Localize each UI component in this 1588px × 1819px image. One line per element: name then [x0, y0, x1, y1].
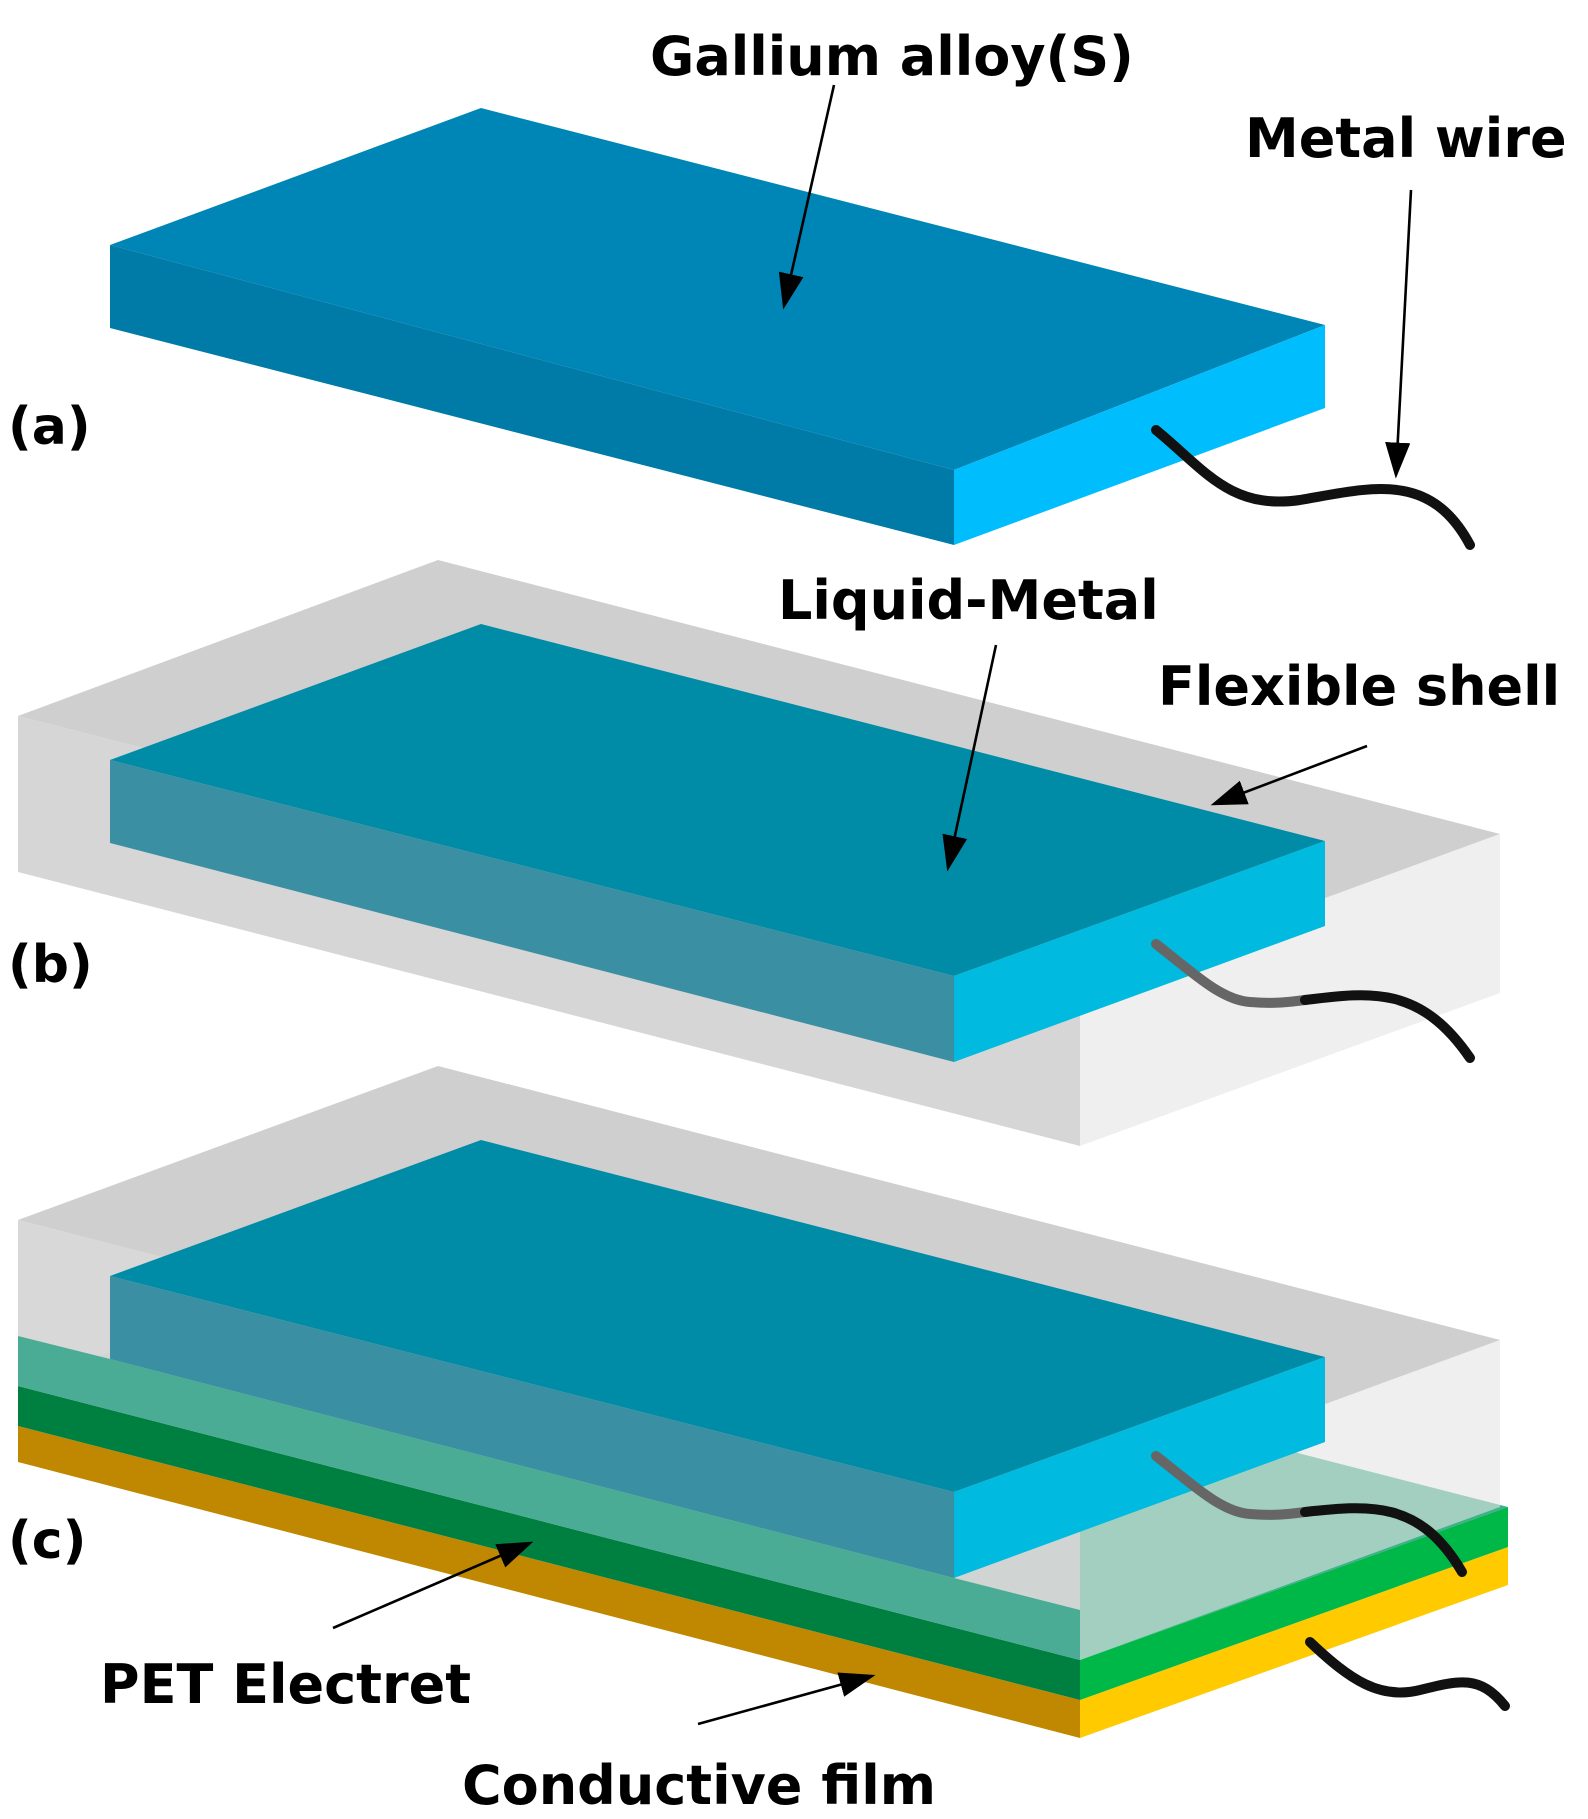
- flexible-shell-label: Flexible shell: [1158, 655, 1560, 718]
- metal-wire-c-outer: [1300, 1503, 1467, 1577]
- pet-electret-arrow: [332, 1541, 534, 1630]
- metal-wire-b-outer: [1300, 990, 1475, 1063]
- liquid-metal-top-face-c: [110, 1140, 1325, 1492]
- liquid-metal-right-face-c: [954, 1357, 1325, 1578]
- gallium-alloy-label: Gallium alloy(S): [650, 25, 1134, 88]
- gallium-alloy-arrow: [778, 84, 836, 310]
- flexible-shell-arrow: [1210, 744, 1368, 806]
- liquid-metal-front-face-c: [110, 1276, 954, 1578]
- conductive-film-label: Conductive film: [462, 1754, 936, 1817]
- pet-electret-label: PET Electret: [100, 1653, 471, 1716]
- panel-b: [18, 560, 1500, 1146]
- metal-wire-conductive: [1305, 1637, 1510, 1711]
- pet-electret-visible-band: [18, 1336, 1080, 1660]
- panel-label-a: (a): [8, 397, 91, 457]
- panel-a: [110, 108, 1475, 550]
- liquid-metal-front-face: [110, 760, 954, 1062]
- metal-wire-arrow: [1385, 189, 1413, 479]
- gallium-alloy-front-face: [110, 245, 954, 545]
- metal-wire-label: Metal wire: [1245, 107, 1567, 170]
- metal-wire-c-inner: [1151, 1451, 1310, 1520]
- flexible-shell-right-face: [1080, 834, 1500, 1146]
- pet-electret-front-face: [18, 1386, 1080, 1700]
- liquid-metal-label: Liquid-Metal: [778, 569, 1159, 632]
- text-labels: Gallium alloy(S) Metal wire Liquid-Metal…: [8, 25, 1567, 1817]
- conductive-film-arrow: [697, 1672, 876, 1726]
- conductive-film-front-face: [18, 1426, 1080, 1738]
- metal-wire-a: [1151, 425, 1475, 550]
- gallium-alloy-top-face: [110, 108, 1325, 470]
- pet-electret-right-face: [1080, 1507, 1508, 1700]
- panel-label-b: (b): [8, 935, 93, 995]
- panel-label-c: (c): [8, 1511, 86, 1571]
- conductive-film-right-face: [1080, 1547, 1508, 1738]
- flexible-shell-right-face-c: [1080, 1340, 1500, 1660]
- metal-wire-b-inner: [1151, 939, 1310, 1008]
- liquid-metal-arrow: [942, 644, 998, 872]
- liquid-metal-right-face: [954, 841, 1325, 1062]
- annotation-arrows: [332, 84, 1413, 1726]
- gallium-alloy-right-face: [954, 325, 1325, 545]
- liquid-metal-top-face: [110, 624, 1325, 976]
- panel-c: [18, 1066, 1510, 1738]
